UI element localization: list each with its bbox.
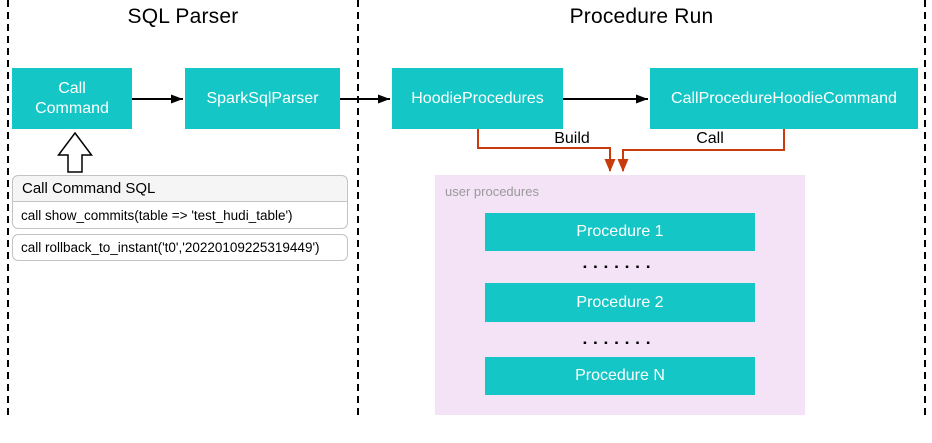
edge-label-build: Build	[554, 130, 590, 147]
node-hoodie-procedures: HoodieProcedures	[392, 68, 563, 129]
node-procedure-2: Procedure 2	[485, 283, 755, 322]
lane-title-procedure-run: Procedure Run	[569, 5, 714, 28]
hollow-up-arrow-icon	[57, 131, 93, 173]
node-call-procedure-hoodie-command: CallProcedureHoodieCommand	[650, 68, 918, 129]
node-spark-sql-parser: SparkSqlParser	[185, 68, 340, 129]
edge-label-call: Call	[696, 130, 724, 147]
call-command-sql-table: Call Command SQL call show_commits(table…	[12, 175, 348, 261]
node-call-command: Call Command	[12, 68, 132, 129]
ellipsis-dots: ▪▪▪▪▪▪▪	[583, 262, 657, 273]
user-procedures-container: user procedures Procedure 1 ▪▪▪▪▪▪▪ Proc…	[435, 175, 805, 415]
sql-row-show-commits: call show_commits(table => 'test_hudi_ta…	[12, 202, 348, 229]
node-procedure-n: Procedure N	[485, 357, 755, 395]
sql-row-rollback-to-instant: call rollback_to_instant('t0','202201092…	[12, 234, 348, 261]
sql-table-header: Call Command SQL	[12, 175, 348, 202]
lane-title-sql-parser: SQL Parser	[127, 5, 239, 28]
ellipsis-dots: ▪▪▪▪▪▪▪	[583, 338, 657, 349]
user-procedures-label: user procedures	[445, 184, 539, 199]
node-procedure-1: Procedure 1	[485, 213, 755, 251]
